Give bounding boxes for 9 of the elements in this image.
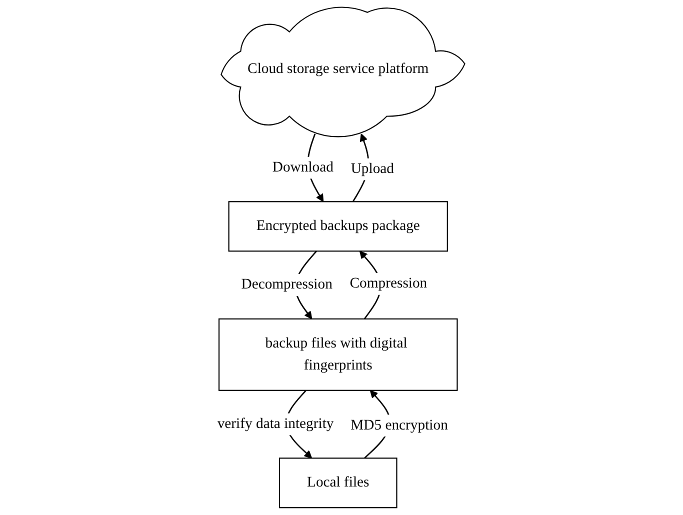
node-box: backup files with digital fingerprints <box>218 318 458 391</box>
edge-label: verify data integrity <box>218 416 334 432</box>
node-box: Local files <box>279 458 398 508</box>
edge-label: Compression <box>350 276 428 292</box>
edge-label: MD5 encryption <box>351 417 448 433</box>
edge-label: Decompression <box>242 276 333 292</box>
edge-label: Download <box>272 160 334 176</box>
node-box: Encrypted backups package <box>228 201 448 252</box>
edge-label: Upload <box>351 161 394 177</box>
